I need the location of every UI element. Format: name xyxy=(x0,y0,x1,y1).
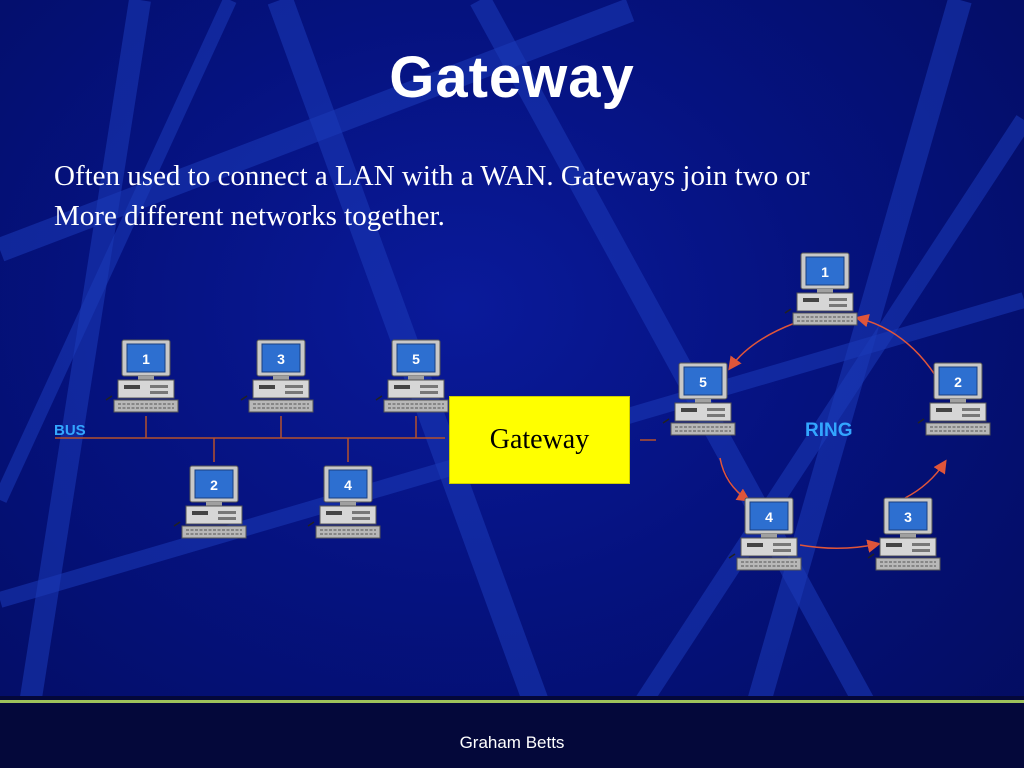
footer-author: Graham Betts xyxy=(459,733,565,752)
ring-label: RING xyxy=(805,420,853,441)
ring-arrow-5-4 xyxy=(719,457,751,502)
ring-network: 1 2 3 4 5 xyxy=(662,252,991,571)
bus-computer-3: 3 xyxy=(240,339,314,413)
bus-computer-4: 4 xyxy=(307,465,381,539)
bus-computer-2: 2 xyxy=(173,465,247,539)
bus-computer-1-number: 1 xyxy=(142,351,150,367)
gateway-box-label: Gateway xyxy=(489,424,590,455)
bus-computer-3-number: 3 xyxy=(277,351,285,367)
ring-arrow-3-2 xyxy=(904,459,947,499)
ring-computer-5: 5 xyxy=(662,362,736,436)
ring-computer-3: 3 xyxy=(867,497,941,571)
ring-computer-4-number: 4 xyxy=(765,509,773,525)
body-line-2: More different networks together. xyxy=(54,200,445,232)
bus-network: 1 3 5 2 4 xyxy=(55,339,449,539)
bus-computer-1: 1 xyxy=(105,339,179,413)
bus-computer-5: 5 xyxy=(375,339,449,413)
footer-divider xyxy=(0,700,1024,703)
footer-bar xyxy=(0,696,1024,768)
ring-computer-4: 4 xyxy=(728,497,802,571)
ring-computer-2: 2 xyxy=(917,362,991,436)
bus-computer-5-number: 5 xyxy=(412,351,420,367)
ring-computer-2-number: 2 xyxy=(954,374,962,390)
ring-arrow-1-5 xyxy=(728,322,796,371)
bus-computer-2-number: 2 xyxy=(210,477,218,493)
bus-computer-4-number: 4 xyxy=(344,477,352,493)
gateway-box: Gateway xyxy=(449,396,630,484)
ring-computer-1: 1 xyxy=(784,252,858,326)
ring-computer-5-number: 5 xyxy=(699,374,707,390)
ring-arrow-4-3 xyxy=(799,539,881,553)
slide-title: Gateway xyxy=(389,45,635,110)
slide-body: Often used to connect a LAN with a WAN. … xyxy=(54,156,994,236)
ring-computer-1-number: 1 xyxy=(821,264,829,280)
bus-label: BUS xyxy=(54,422,86,439)
ring-computer-3-number: 3 xyxy=(904,509,912,525)
body-line-1: Often used to connect a LAN with a WAN. … xyxy=(54,160,810,192)
ring-arrow-2-1 xyxy=(855,314,936,376)
